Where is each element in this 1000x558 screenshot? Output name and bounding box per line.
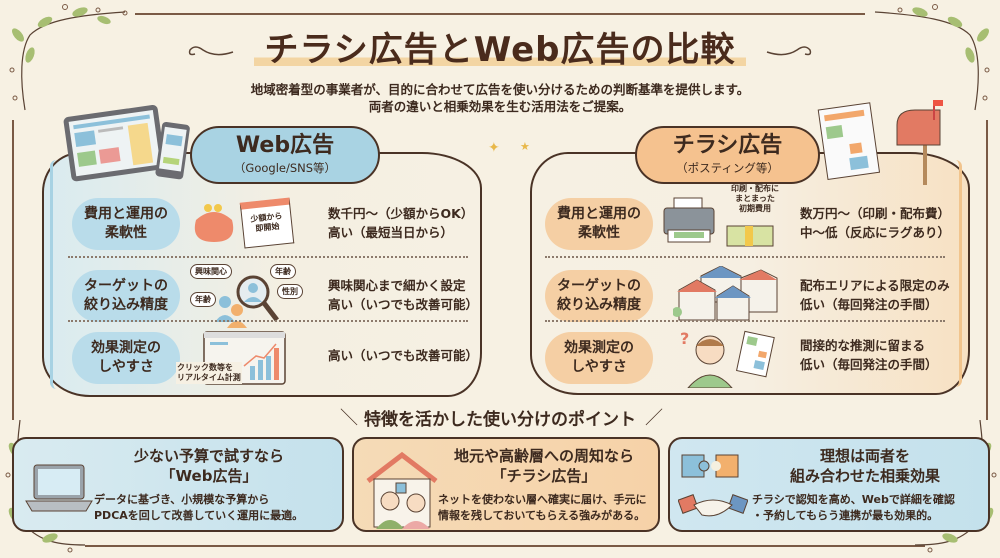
printer-icon xyxy=(663,197,715,243)
printer-caption: 印刷・配布にまとまった初期費用 xyxy=(731,184,779,213)
vine-top-left-icon xyxy=(9,4,128,111)
row-divider xyxy=(68,320,468,322)
row-divider xyxy=(545,256,945,258)
web-ad-panel-header: Web広告 （Google/SNS等） xyxy=(190,126,380,184)
newspaper-mailbox-icon xyxy=(817,100,943,185)
magnifier-people-icon xyxy=(215,275,279,328)
row-divider xyxy=(545,320,945,322)
row-value: 数万円〜（印刷・配布費）中〜低（反応にラグあり） xyxy=(800,206,951,240)
card-description: ネットを使わない層へ確実に届け、手元に情報を残しておいてもらえる強みがある。 xyxy=(438,493,647,522)
subtitle-line-1: 地域密着型の事業者が、目的に合わせて広告を使い分けるための判断基準を提供します。 xyxy=(250,82,750,97)
web-ad-subtitle: （Google/SNS等） xyxy=(233,161,337,175)
calendar-icon: 少額から 即開始 xyxy=(239,197,295,249)
row-value: 配布エリアによる限定のみ低い（毎回発注の手間） xyxy=(800,278,950,312)
coin-purse-icon xyxy=(194,204,234,242)
card-title: 少ない予算で試すなら「Web広告」 xyxy=(133,447,284,485)
flyer-row-measurement: 効果測定のしやすさ ? 間接的な推測に留まる低い（毎回発注の手間） xyxy=(545,326,965,388)
web-row-cost: 費用と運用の柔軟性 少額から 即開始 数千円〜（少額からOK）高い（最短当日から… xyxy=(72,192,474,254)
houses-icon xyxy=(673,266,778,321)
flyer-ad-panel-header: チラシ広告 （ポスティング等） xyxy=(635,126,820,184)
row-label: ターゲットの絞り込み精度 xyxy=(545,270,653,322)
svg-text:?: ? xyxy=(680,329,689,348)
frame-left-line xyxy=(12,120,14,420)
row-label: 効果測定のしやすさ xyxy=(545,332,653,384)
puzzle-handshake-icon xyxy=(678,454,748,517)
row-label: 費用と運用の柔軟性 xyxy=(72,198,180,250)
gender-bubble: 性別 xyxy=(277,284,303,299)
laptop-icon xyxy=(25,464,93,512)
point-card-combined: 理想は両者を組み合わせた相乗効果 チラシで認知を高め、Webで詳細を確認・予約し… xyxy=(668,437,990,532)
card-description: チラシで認知を高め、Webで詳細を確認・予約してもらう連携が最も効果的。 xyxy=(752,493,955,522)
flourish-right-icon xyxy=(766,46,812,56)
web-row-targeting: ターゲットの絞り込み精度 興味関心 年齢 年齢 性別 興味関心まで細かく設定高い… xyxy=(72,264,479,328)
subtitle-line-2: 両者の違いと相乗効果を生む活用法をご提案。 xyxy=(368,99,632,114)
point-card-flyer: 地元や高齢層への周知なら「チラシ広告」 ネットを使わない層へ確実に届け、手元に情… xyxy=(352,437,660,532)
web-row-measurement: 効果測定のしやすさ クリック数等をリアルタイム計測 高い（いつでも改善可能） xyxy=(72,326,479,388)
page-subtitle: 地域密着型の事業者が、目的に合わせて広告を使い分けるための判断基準を提供します。… xyxy=(0,81,1000,115)
web-ad-title: Web広告 xyxy=(235,133,335,158)
slash-decor-icon: ／ xyxy=(645,408,663,429)
flyer-row-cost: 費用と運用の柔軟性 印刷・配布にまとまった初期費用 数万円〜（印刷・配布費）中〜… xyxy=(545,184,965,254)
sparkle-icon: ★ xyxy=(520,140,530,153)
money-stack-icon xyxy=(726,225,774,247)
house-elderly-couple-icon xyxy=(366,451,438,529)
row-label: 費用と運用の柔軟性 xyxy=(545,198,653,250)
card-title: 理想は両者を組み合わせた相乗効果 xyxy=(789,447,940,485)
frame-top-line xyxy=(135,13,865,15)
flyer-ad-subtitle: （ポスティング等） xyxy=(676,161,779,175)
confused-person-icon: ? xyxy=(680,329,775,388)
card-title: 地元や高齢層への周知なら「チラシ広告」 xyxy=(453,447,634,485)
tablet-phone-icon xyxy=(63,104,190,182)
flyer-row-targeting: ターゲットの絞り込み精度 配布エリアによる限定のみ低い（毎回発注の手間） xyxy=(545,264,965,326)
row-value: 興味関心まで細かく設定高い（いつでも改善可能） xyxy=(328,278,479,312)
row-value: 間接的な推測に留まる低い（毎回発注の手間） xyxy=(800,338,938,372)
measurement-caption: クリック数等をリアルタイム計測 xyxy=(176,362,242,384)
frame-bottom-line xyxy=(85,545,925,547)
interest-bubble: 興味関心 xyxy=(190,264,232,279)
slash-decor-icon: ＼ xyxy=(340,408,358,429)
frame-right-line xyxy=(986,120,988,420)
age-bubble: 年齢 xyxy=(270,264,296,279)
vine-top-right-icon xyxy=(874,4,990,111)
sparkle-icon: ✦ xyxy=(488,140,500,156)
row-label: ターゲットの絞り込み精度 xyxy=(72,270,180,322)
row-label: 効果測定のしやすさ xyxy=(72,332,180,384)
points-section-title: 特徴を活かした使い分けのポイント xyxy=(364,410,636,430)
age-bubble: 年齢 xyxy=(190,292,216,307)
row-value: 高い（いつでも改善可能） xyxy=(328,348,479,363)
flourish-left-icon xyxy=(188,46,234,56)
row-value: 数千円〜（少額からOK）高い（最短当日から） xyxy=(328,206,474,240)
flyer-ad-title: チラシ広告 xyxy=(672,133,783,158)
row-divider xyxy=(68,256,468,258)
page-title: チラシ広告とWeb広告の比較 xyxy=(254,22,746,71)
